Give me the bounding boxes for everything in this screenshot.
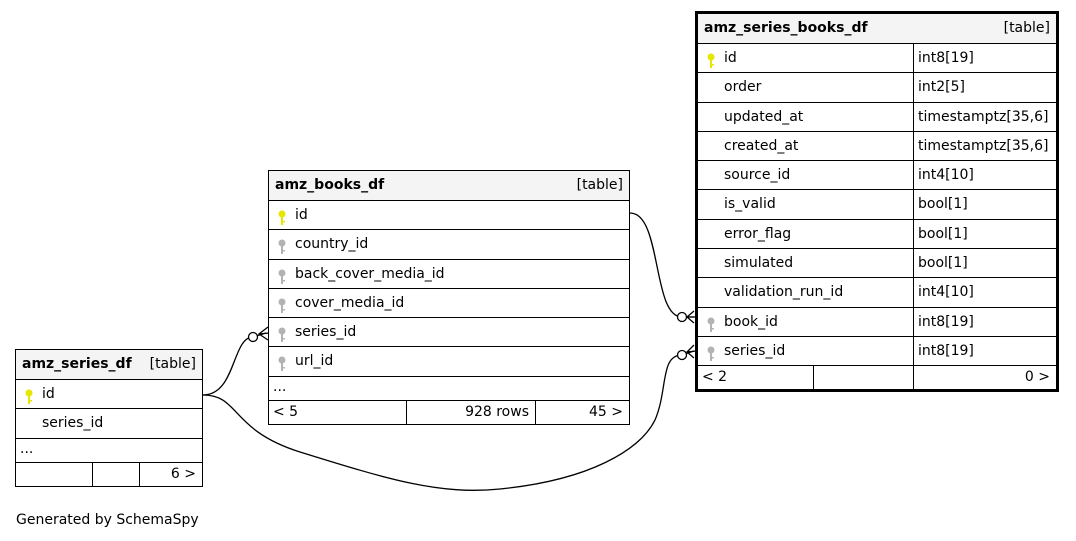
column-name: id <box>724 50 737 66</box>
column-row[interactable]: series_id int8[19] <box>698 335 1056 366</box>
column-name: id <box>42 386 55 402</box>
footer-rows <box>813 366 913 390</box>
column-name: validation_run_id <box>724 284 844 301</box>
table-kind: [table] <box>576 177 623 193</box>
edge-crowfoot-marker <box>686 310 696 324</box>
edge-books-id-to-series-books-book-id <box>629 212 694 318</box>
column-name: series_id <box>295 324 357 341</box>
table-header: amz_series_df [table] <box>16 350 202 379</box>
footer-parents[interactable]: < 2 <box>702 369 728 386</box>
column-type: int4[10] <box>913 161 974 190</box>
ellipsis: ... <box>20 440 34 457</box>
column-name: source_id <box>724 167 791 184</box>
column-name: cover_media_id <box>295 294 405 311</box>
foreign-key-icon <box>278 325 286 343</box>
column-row[interactable]: order int2[5] <box>698 72 1056 102</box>
column-name: updated_at <box>724 108 804 125</box>
column-name: url_id <box>295 353 334 370</box>
column-name: order <box>724 79 762 96</box>
edge-optional-marker <box>247 331 259 343</box>
column-type: int8[19] <box>913 44 974 73</box>
foreign-key-icon <box>278 296 286 313</box>
primary-key-icon <box>278 208 286 225</box>
footer-rows <box>92 462 139 486</box>
table-footer: < 5 928 rows 45 > <box>269 399 629 424</box>
edge-series-id-to-books-series-id <box>202 332 267 396</box>
column-row[interactable]: series_id <box>269 317 629 346</box>
foreign-key-icon <box>278 237 286 255</box>
edge-series-id-to-series-books-series-id <box>202 350 695 491</box>
more-columns: ... <box>16 437 202 462</box>
footer-children[interactable]: 6 > <box>139 462 202 486</box>
column-row[interactable]: id <box>269 200 629 229</box>
table-header: amz_series_books_df [table] <box>698 14 1056 43</box>
footer-children[interactable]: 0 > <box>913 366 1056 390</box>
column-type: int8[19] <box>913 336 974 366</box>
edge-optional-marker <box>676 311 688 323</box>
footer-parents[interactable]: < 5 <box>273 403 299 420</box>
column-name: error_flag <box>724 225 792 242</box>
column-type: timestamptz[35,6] <box>913 131 1048 161</box>
footer-parents[interactable] <box>16 463 92 486</box>
column-row[interactable]: simulated bool[1] <box>698 248 1056 278</box>
column-row[interactable]: id <box>16 379 202 408</box>
foreign-key-icon <box>707 344 715 361</box>
column-name: series_id <box>724 342 786 359</box>
column-row[interactable]: created_at timestamptz[35,6] <box>698 130 1056 161</box>
column-type: timestamptz[35,6] <box>913 102 1048 131</box>
foreign-key-icon <box>707 315 715 332</box>
column-type: bool[1] <box>913 190 968 219</box>
column-type: bool[1] <box>913 219 968 249</box>
column-row[interactable]: id int8[19] <box>698 43 1056 73</box>
table-amz-series-df[interactable]: amz_series_df [table] id series_id ... 6 … <box>15 349 203 487</box>
column-row[interactable]: series_id <box>16 408 202 437</box>
foreign-key-icon <box>278 267 286 284</box>
column-name: back_cover_media_id <box>295 265 445 282</box>
primary-key-icon <box>25 387 33 404</box>
edge-crowfoot-marker <box>686 344 697 359</box>
foreign-key-icon <box>278 354 286 372</box>
column-name: book_id <box>724 313 778 330</box>
column-type: int2[5] <box>913 73 965 102</box>
table-name: amz_series_df <box>22 356 132 372</box>
table-name: amz_books_df <box>275 177 385 193</box>
column-row[interactable]: error_flag bool[1] <box>698 218 1056 249</box>
column-row[interactable]: cover_media_id <box>269 287 629 317</box>
column-type: bool[1] <box>913 249 968 278</box>
footer-children[interactable]: 45 > <box>535 400 629 424</box>
table-footer: 6 > <box>16 461 202 486</box>
table-name: amz_series_books_df <box>704 20 868 36</box>
column-name: series_id <box>42 415 104 432</box>
column-type: int4[10] <box>913 278 974 307</box>
edge-crowfoot-marker <box>257 326 270 341</box>
column-name: id <box>295 207 308 223</box>
column-type: int8[19] <box>913 307 974 336</box>
table-kind: [table] <box>1003 20 1050 36</box>
column-name: country_id <box>295 236 369 253</box>
column-row[interactable]: country_id <box>269 229 629 258</box>
column-row[interactable]: validation_run_id int4[10] <box>698 277 1056 307</box>
column-row[interactable]: updated_at timestamptz[35,6] <box>698 101 1056 131</box>
column-name: is_valid <box>724 196 776 213</box>
primary-key-icon <box>707 51 715 68</box>
more-columns: ... <box>269 375 629 400</box>
table-header: amz_books_df [table] <box>269 171 629 200</box>
column-name: created_at <box>724 137 799 154</box>
column-row[interactable]: book_id int8[19] <box>698 306 1056 336</box>
column-row[interactable]: is_valid bool[1] <box>698 189 1056 219</box>
footer-rows: 928 rows <box>406 400 535 424</box>
column-row[interactable]: url_id <box>269 346 629 375</box>
generator-credit: Generated by SchemaSpy <box>16 512 199 528</box>
table-footer: < 2 0 > <box>698 365 1056 390</box>
ellipsis: ... <box>273 378 287 395</box>
column-row[interactable]: back_cover_media_id <box>269 258 629 288</box>
column-name: simulated <box>724 255 794 272</box>
column-row[interactable]: source_id int4[10] <box>698 160 1056 190</box>
table-amz-books-df[interactable]: amz_books_df [table] id country_id back_co… <box>268 170 630 425</box>
edge-optional-marker <box>676 349 688 361</box>
table-kind: [table] <box>149 356 196 372</box>
